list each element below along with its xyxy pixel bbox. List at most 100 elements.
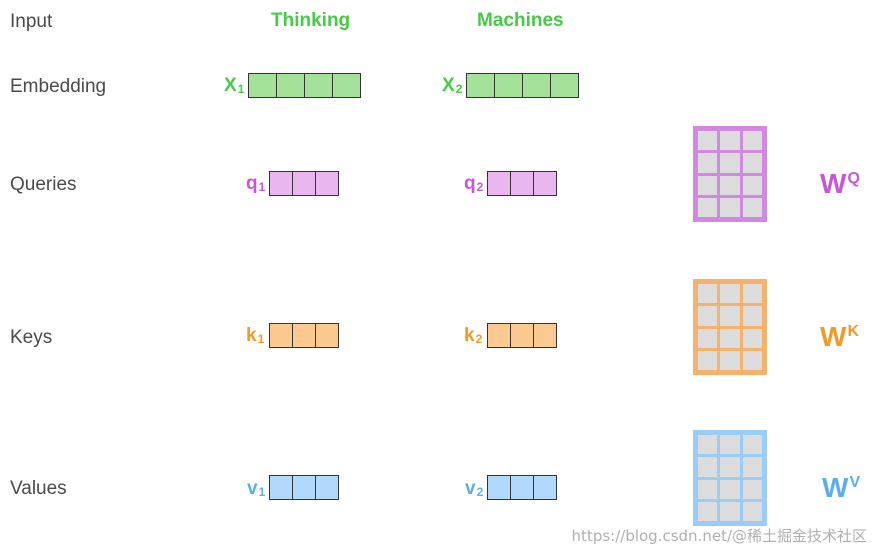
vector-cell: [292, 171, 316, 196]
vector-cell: [292, 323, 316, 348]
vector-cell: [332, 73, 361, 98]
key-label-1: k1: [246, 326, 264, 345]
value-vector-2: [487, 475, 557, 500]
matrix-cell: [742, 435, 762, 455]
embedding-label-1-sub: 1: [237, 82, 245, 96]
matrix-cell: [698, 350, 718, 370]
vector-cell: [269, 475, 293, 500]
embedding-label-2-base: X: [442, 75, 455, 96]
vector-cell: [487, 323, 511, 348]
matrix-cell: [720, 284, 740, 304]
query-label-1-base: q: [246, 173, 258, 194]
vector-cell: [315, 475, 339, 500]
key-label-1-base: k: [246, 325, 257, 346]
value-label-1: v1: [247, 479, 265, 498]
weight-label-value-sup: V: [849, 474, 861, 491]
watermark: https://blog.csdn.net/@稀土掘金技术社区: [571, 527, 867, 545]
value-label-2-sub: 2: [476, 485, 484, 499]
vector-cell: [276, 73, 305, 98]
row-label-keys: Keys: [10, 327, 53, 348]
vector-cell: [487, 475, 511, 500]
matrix-cell: [742, 131, 762, 151]
vector-cell: [533, 323, 557, 348]
query-label-1: q1: [246, 174, 265, 193]
row-label-queries: Queries: [10, 174, 77, 195]
matrix-cell: [698, 284, 718, 304]
embedding-vector-2: [466, 73, 579, 98]
matrix-cell: [720, 501, 740, 521]
matrix-cell: [742, 328, 762, 348]
embedding-label-2: X2: [442, 76, 462, 95]
matrix-cell: [720, 131, 740, 151]
weight-matrix-value: [693, 430, 767, 526]
matrix-cell: [742, 284, 762, 304]
vector-cell: [510, 171, 534, 196]
matrix-cell: [698, 435, 718, 455]
matrix-cell: [742, 197, 762, 217]
matrix-cell: [720, 153, 740, 173]
matrix-cell: [742, 350, 762, 370]
key-vector-2: [487, 323, 557, 348]
vector-cell: [510, 323, 534, 348]
matrix-cell: [698, 501, 718, 521]
embedding-label-1: X1: [224, 76, 244, 95]
input-word-1: Thinking: [271, 10, 351, 31]
weight-label-key: WK: [820, 323, 859, 351]
key-label-1-sub: 1: [257, 332, 265, 346]
vector-cell: [522, 73, 551, 98]
key-label-2: k2: [464, 326, 482, 345]
value-label-1-sub: 1: [258, 485, 266, 499]
embedding-vector-1: [248, 73, 361, 98]
matrix-cell: [720, 479, 740, 499]
vector-cell: [292, 475, 316, 500]
vector-cell: [550, 73, 579, 98]
embedding-label-1-base: X: [224, 75, 237, 96]
vector-cell: [510, 475, 534, 500]
value-label-2: v2: [465, 479, 483, 498]
weight-label-value: WV: [822, 474, 860, 502]
key-label-2-sub: 2: [475, 332, 483, 346]
vector-cell: [315, 171, 339, 196]
matrix-cell: [698, 131, 718, 151]
vector-cell: [466, 73, 495, 98]
matrix-cell: [720, 197, 740, 217]
vector-cell: [304, 73, 333, 98]
matrix-cell: [742, 153, 762, 173]
input-word-2: Machines: [477, 10, 564, 31]
matrix-cell: [720, 350, 740, 370]
matrix-cell: [698, 457, 718, 477]
value-label-2-base: v: [465, 478, 476, 499]
key-vector-1: [269, 323, 339, 348]
query-label-2-base: q: [464, 173, 476, 194]
weight-label-query-base: W: [820, 168, 847, 199]
query-vector-2: [487, 171, 557, 196]
row-label-embedding: Embedding: [10, 76, 107, 97]
weight-matrix-key: [693, 279, 767, 375]
matrix-cell: [720, 435, 740, 455]
query-label-2: q2: [464, 174, 483, 193]
weight-label-key-base: W: [820, 321, 847, 352]
value-label-1-base: v: [247, 478, 258, 499]
matrix-cell: [698, 328, 718, 348]
matrix-cell: [742, 457, 762, 477]
vector-cell: [315, 323, 339, 348]
row-label-values: Values: [10, 478, 67, 499]
weight-label-query: WQ: [820, 170, 860, 198]
matrix-cell: [698, 175, 718, 195]
matrix-cell: [720, 457, 740, 477]
query-label-1-sub: 1: [258, 180, 266, 194]
matrix-cell: [698, 153, 718, 173]
vector-cell: [494, 73, 523, 98]
weight-label-query-sup: Q: [847, 170, 860, 187]
matrix-cell: [720, 175, 740, 195]
weight-matrix-query: [693, 126, 767, 222]
matrix-cell: [720, 328, 740, 348]
matrix-cell: [742, 175, 762, 195]
weight-label-key-sup: K: [847, 323, 859, 340]
matrix-cell: [698, 306, 718, 326]
row-label-input: Input: [10, 11, 53, 32]
matrix-cell: [698, 479, 718, 499]
vector-cell: [533, 475, 557, 500]
vector-cell: [533, 171, 557, 196]
weight-label-value-base: W: [822, 472, 849, 503]
